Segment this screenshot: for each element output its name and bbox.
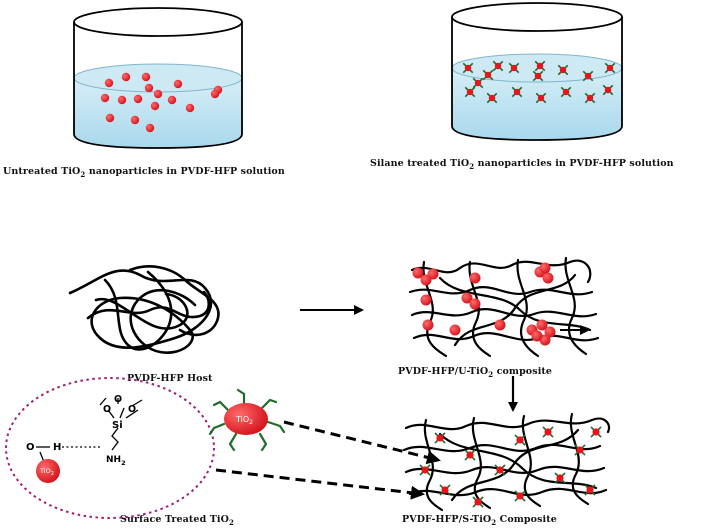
treated-tio2-particle (574, 444, 586, 456)
tio2-particle (141, 72, 151, 82)
treated-tio2-particle (419, 464, 431, 476)
tio2-particle (542, 272, 554, 284)
treated-tio2-particle (511, 86, 523, 98)
treated-tio2-particle (439, 484, 451, 496)
tio2-particle (167, 95, 177, 105)
u-tio2-composite-network (408, 256, 600, 358)
treated-tio2-particle (494, 464, 506, 476)
tio2-particle (100, 93, 110, 103)
treated-tio2-particle (492, 60, 504, 72)
treated-tio2-particle (486, 92, 498, 104)
tio2-particle (144, 83, 154, 93)
oxygen-label: O (128, 404, 136, 415)
treated-tio2-particle (584, 484, 596, 496)
pvdf-hfp-host-tangle (68, 265, 220, 354)
tio2-particle (422, 319, 434, 331)
tio2-particle (420, 294, 432, 306)
tio2-particle (117, 95, 127, 105)
treated-tio2-particle (560, 86, 572, 98)
tio2-particle (531, 330, 543, 342)
caption-s-tio2-composite: PVDF-HFP/S-TiO2 Composite (402, 514, 557, 527)
treated-tio2-particle (602, 84, 614, 96)
tio2-particle (104, 78, 114, 88)
tio2-particle (427, 268, 439, 280)
tio2-particle (150, 101, 160, 111)
treated-tio2-particle (514, 490, 526, 502)
amine-label: NH2 (106, 455, 126, 467)
tio2-particle (185, 103, 195, 113)
dashed-arrow-particle-to-composite (283, 420, 441, 465)
treated-tio2-particle (584, 92, 596, 104)
tio2-particle (121, 72, 131, 82)
treated-particles (462, 60, 616, 104)
oxygen-label: O (103, 404, 111, 415)
oxygen-label: O (114, 394, 122, 405)
s-composite-particles (419, 426, 602, 508)
surface-treatment-dashed-circle (5, 377, 215, 519)
treated-tio2-particle (508, 62, 520, 74)
svg-text:TiO2: TiO2 (235, 415, 253, 426)
caption-u-tio2-composite: PVDF-HFP/U-TiO2 composite (398, 366, 553, 379)
tio2-particle (539, 262, 551, 274)
treated-tio2-particle (464, 449, 476, 461)
tio2-particle (173, 79, 183, 89)
tio2-particle (494, 319, 506, 331)
oxygen-label: O (26, 442, 35, 453)
treated-tio2-particle (590, 426, 602, 438)
caption-untreated: Untreated TiO2 nanoparticles in PVDF-HFP… (3, 166, 285, 179)
tio2-particle (469, 272, 481, 284)
tio2-treated-particle-large: TiO2 (208, 388, 286, 452)
tio2-particle (210, 89, 220, 99)
tio2-particle (145, 123, 155, 133)
treated-tio2-particle (472, 77, 484, 89)
caption-pvdf-hfp-host: PVDF-HFP Host (127, 373, 213, 384)
treated-tio2-particle (535, 92, 547, 104)
caption-surface-treated-tio2: Surface Treated TiO2 (120, 514, 234, 527)
treated-tio2-particle (514, 434, 526, 446)
silicon-label: Si (112, 420, 123, 431)
hydrogen-label: H (53, 442, 61, 453)
treated-tio2-particle (434, 432, 446, 444)
treated-tio2-particle (554, 472, 566, 484)
s-tio2-composite-network (402, 412, 611, 512)
treated-tio2-particle (542, 426, 554, 438)
tio2-particle (133, 94, 143, 104)
treated-tio2-particle (472, 496, 484, 508)
dashed-arrow-surface-to-composite (215, 468, 425, 500)
caption-silane-treated: Silane treated TiO2 nanoparticles in PVD… (370, 158, 674, 171)
tio2-particle (544, 326, 556, 338)
tio2-particle (130, 115, 140, 125)
tio2-particle (461, 292, 473, 304)
tio2-particle (536, 319, 548, 331)
tio2-particle (469, 298, 481, 310)
treated-tio2-particle (482, 69, 494, 81)
treated-tio2-particle (464, 86, 476, 98)
untreated-particles (100, 72, 223, 133)
treated-tio2-particle (557, 64, 569, 76)
svg-text:TiO2: TiO2 (39, 467, 54, 477)
treated-tio2-particle (532, 70, 544, 82)
beaker-untreated (73, 7, 243, 149)
tio2-particle (412, 267, 424, 279)
treated-tio2-particle (604, 62, 616, 74)
tio2-particle (449, 324, 461, 336)
silane-molecule (36, 397, 143, 463)
tio2-particle (105, 113, 115, 123)
beaker-silane-treated (451, 2, 623, 141)
tio2-bead-small: TiO2 (36, 459, 60, 483)
treated-tio2-particle (582, 70, 594, 82)
treated-tio2-particle (462, 62, 474, 74)
treated-tio2-particle (534, 60, 546, 72)
tio2-particle (153, 89, 163, 99)
u-composite-particles (412, 262, 556, 346)
